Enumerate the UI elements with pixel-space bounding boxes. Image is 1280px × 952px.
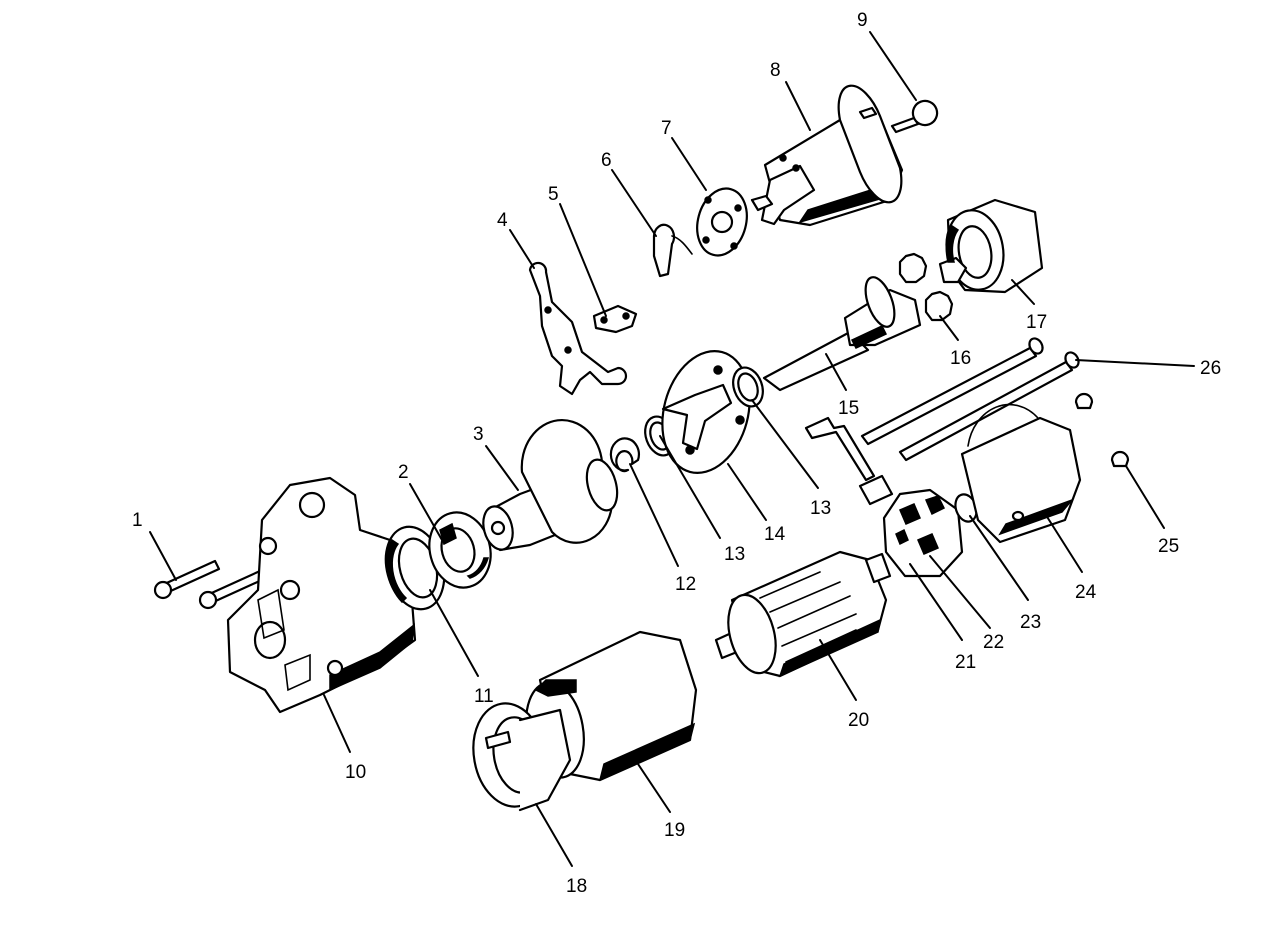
callout-21: 21 <box>955 652 976 673</box>
part-16-planet-gears <box>898 252 954 322</box>
part-1-bolts <box>153 559 266 610</box>
callout-19: 19 <box>664 820 685 841</box>
callout-24: 24 <box>1075 582 1097 603</box>
callout-23: 23 <box>1020 612 1041 633</box>
part-25-screws <box>1074 392 1130 468</box>
callout-26: 26 <box>1200 358 1221 379</box>
callout-18: 18 <box>566 876 587 897</box>
part-21-22-brush-holder <box>804 416 964 578</box>
callout-7: 7 <box>661 118 672 139</box>
callout-14: 14 <box>764 524 786 545</box>
callout-25: 25 <box>1158 536 1179 557</box>
part-9-nut <box>911 99 939 127</box>
callout-8: 8 <box>770 60 781 81</box>
part-12-snap-ring <box>609 437 640 473</box>
callout-11: 11 <box>474 686 494 707</box>
part-17-ring-gear <box>938 198 1044 294</box>
callout-22: 22 <box>983 632 1004 653</box>
callout-13-upper: 13 <box>810 498 831 519</box>
leader-lines <box>149 31 1195 867</box>
part-7-gasket <box>696 187 748 257</box>
part-20-armature <box>714 550 892 678</box>
callout-6: 6 <box>601 150 612 171</box>
callout-3: 3 <box>473 424 484 445</box>
callout-15: 15 <box>838 398 859 419</box>
callout-labels: 1 2 3 4 5 6 7 8 9 10 11 12 13 13 14 15 1… <box>132 10 1221 897</box>
callout-4: 4 <box>497 210 508 231</box>
part-3-drive-assembly <box>482 418 619 552</box>
part-6-spring <box>652 223 693 278</box>
callout-12: 12 <box>675 574 696 595</box>
part-4-shift-lever <box>528 261 628 396</box>
part-24-end-cap <box>960 403 1082 544</box>
part-15-shaft <box>762 276 922 392</box>
callout-16: 16 <box>950 348 971 369</box>
part-10-drive-housing <box>226 476 417 714</box>
part-18-end-frame <box>472 702 572 812</box>
part-8-solenoid <box>750 84 920 227</box>
callout-13-lower: 13 <box>724 544 745 565</box>
callout-1: 1 <box>132 510 143 531</box>
callout-20: 20 <box>848 710 869 731</box>
callout-17: 17 <box>1026 312 1047 333</box>
part-2-bearing-retainer <box>428 511 492 589</box>
callout-2: 2 <box>398 462 409 483</box>
part-13-washer-upper <box>732 366 764 408</box>
callout-9: 9 <box>857 10 868 31</box>
callout-10: 10 <box>345 762 366 783</box>
part-26-through-bolts <box>860 337 1080 462</box>
part-14-gear-plate <box>661 350 751 474</box>
callout-5: 5 <box>548 184 559 205</box>
part-5-plunger-link <box>592 304 638 334</box>
